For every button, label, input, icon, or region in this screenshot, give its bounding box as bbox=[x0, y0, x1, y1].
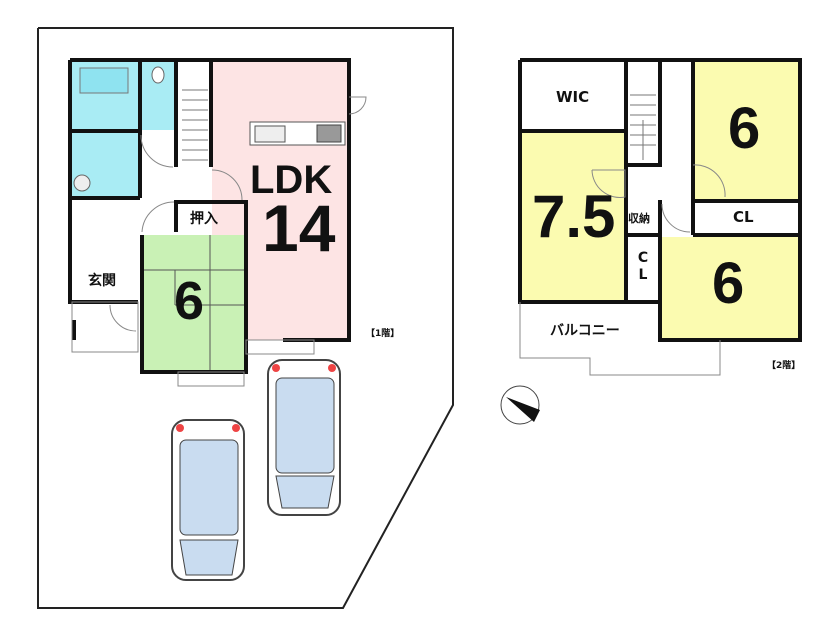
site-boundary bbox=[37, 27, 454, 609]
floor2-label: 【2階】 bbox=[767, 361, 801, 371]
room-b-floor bbox=[693, 62, 800, 200]
tatami-lines bbox=[142, 235, 245, 372]
kitchen-sink-icon bbox=[254, 125, 286, 143]
stairs-2f bbox=[630, 94, 656, 160]
wic-label: WIC bbox=[556, 88, 590, 106]
room-a-floor bbox=[522, 133, 625, 302]
stairs-1f bbox=[182, 89, 208, 161]
balcony-label: バルコニー bbox=[550, 323, 620, 339]
car-icon-left bbox=[171, 419, 245, 581]
closet-vertical-label: C L bbox=[637, 250, 649, 283]
doors-2f bbox=[519, 164, 726, 376]
genkan-label: 玄関 bbox=[88, 273, 116, 289]
oshiire-label: 押入 bbox=[190, 211, 218, 227]
ldk-size: 14 bbox=[262, 191, 336, 265]
north-compass-icon bbox=[500, 385, 540, 425]
room-b-size: 6 bbox=[728, 96, 761, 161]
washitsu-floor bbox=[142, 235, 245, 372]
doors-1f bbox=[71, 96, 367, 387]
ldk-label: LDK bbox=[250, 158, 333, 202]
floor1-label: 【1階】 bbox=[366, 329, 400, 339]
closet-label: CL bbox=[733, 208, 754, 226]
bathtub bbox=[79, 67, 129, 94]
stove-icon bbox=[316, 124, 342, 143]
room-c-floor bbox=[660, 237, 800, 340]
car-icon-right bbox=[267, 359, 341, 516]
sink-icon bbox=[73, 174, 91, 192]
storage-label: 収納 bbox=[628, 212, 650, 225]
toilet-icon bbox=[151, 66, 165, 84]
room-c-size: 6 bbox=[712, 251, 745, 316]
room-a-size: 7.5 bbox=[532, 183, 616, 250]
washitsu-size: 6 bbox=[174, 271, 205, 331]
